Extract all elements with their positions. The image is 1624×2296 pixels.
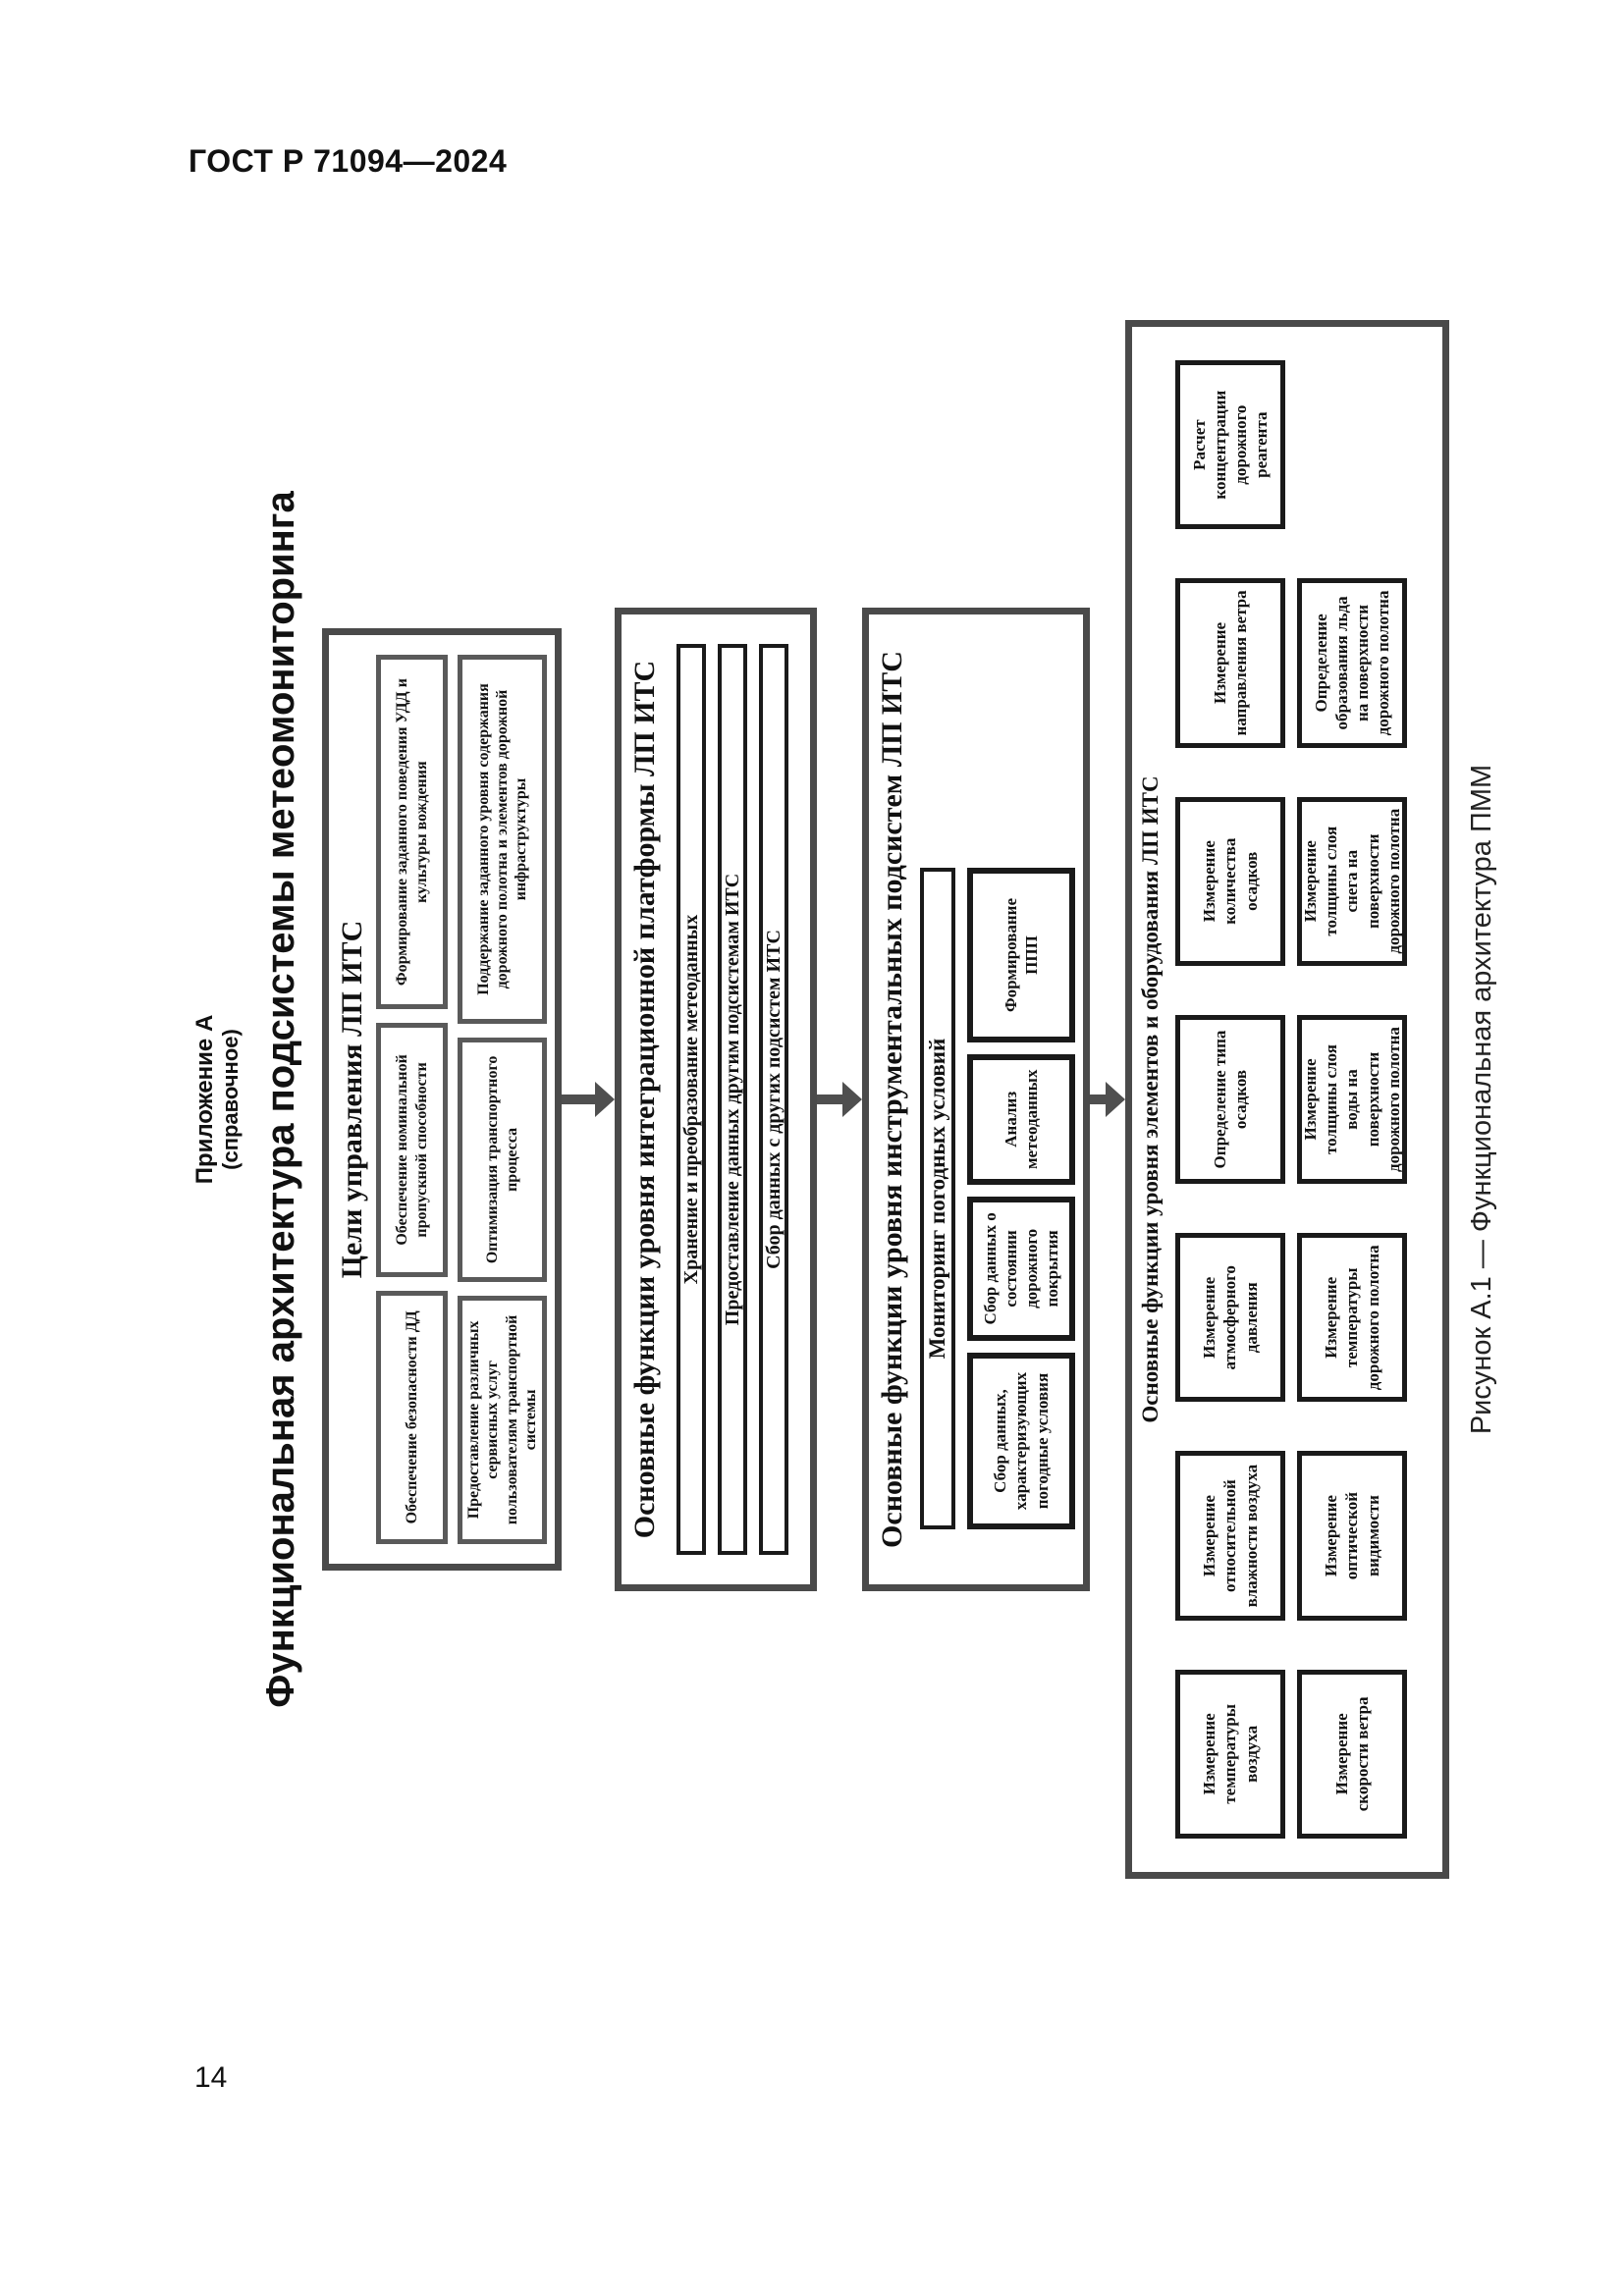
goal-box: Поддержание заданного уровня содержания … [458,655,547,1024]
monitoring-group: Мониторинг погодных условий Сбор данных,… [912,868,1075,1529]
equipment-box: Измерение скорости ветра [1297,1669,1407,1839]
platform-function-bar: Сбор данных с других подсистем ИТС [759,644,788,1555]
arrow-stem [1090,1095,1107,1104]
goal-box: Обеспечение безопасности ДД [376,1290,449,1544]
arrow-head [595,1082,615,1117]
equipment-box: Измерение толщины слоя воды на поверхнос… [1297,1014,1407,1185]
platform-function-bar: Хранение и преобразование метеоданных [677,644,706,1555]
equipment-box: Измерение температуры дорожного полотна [1297,1233,1407,1403]
instrumental-box: Формирование ППП [967,868,1075,1042]
arrow-stem [817,1095,843,1104]
level3-instrumental-block: Основные функции уровня инструментальных… [862,608,1090,1591]
rotated-figure-area: Приложение А (справочное) Функциональная… [187,245,1512,1953]
figure-heading: Функциональная архитектура подсистемы ме… [259,491,302,1708]
level2-platform-block: Основные функции уровня интеграционной п… [615,608,817,1591]
equipment-box: Определение типа осадков [1175,1014,1285,1185]
equipment-box: Измерение оптической видимости [1297,1451,1407,1621]
level1-goals-block: Цели управления ЛП ИТС Обеспечение безоп… [322,628,562,1571]
level4-equipment-block: Основные функции уровня элементов и обор… [1125,320,1449,1879]
goal-box: Оптимизация транспортного процесса [458,1038,547,1282]
goal-box: Формирование заданного поведения УДД и к… [376,655,449,1010]
monitoring-header-bar: Мониторинг погодных условий [920,868,955,1529]
figure-caption: Рисунок А.1 — Функциональная архитектура… [1466,764,1497,1435]
goal-box: Обеспечение номинальной пропускной спосо… [376,1023,449,1277]
equipment-grid: Измерение температуры воздуха Измерение … [1175,360,1407,1839]
down-arrow-icon [562,1082,615,1117]
platform-function-bars: Хранение и преобразование метеоданных Пр… [665,644,800,1555]
equipment-box: Расчет концентрации дорожного реагента [1175,360,1285,530]
goals-row-1: Обеспечение безопасности ДД Обеспечение … [376,655,449,1544]
arrow-head [842,1082,862,1117]
platform-function-bar: Предоставление данных другим подсистемам… [718,644,747,1555]
equipment-box: Определение образования льда на поверхно… [1297,578,1407,748]
down-arrow-icon [817,1082,862,1117]
down-arrow-icon [1090,1082,1125,1117]
goal-box: Предоставление различных сервисных услуг… [458,1295,547,1544]
appendix-title: Приложение А [191,1014,218,1185]
equipment-box: Измерение направления ветра [1175,578,1285,748]
equipment-box: Измерение относительной влажности воздух… [1175,1451,1285,1621]
equipment-box: Измерение толщины слоя снега на поверхно… [1297,796,1407,966]
level4-title: Основные функции уровня элементов и обор… [1138,775,1163,1423]
appendix-subtitle: (справочное) [218,1029,243,1170]
goals-row-2: Предоставление различных сервисных услуг… [458,655,547,1544]
instrumental-box: Анализ метеоданных [967,1053,1075,1185]
instrumental-box: Сбор данных, характеризующих погодные ус… [967,1353,1075,1529]
doc-standard-number: ГОСТ Р 71094—2024 [189,143,508,179]
level3-title: Основные функции уровня инструментальных… [876,651,908,1548]
equipment-box: Измерение температуры воздуха [1175,1669,1285,1839]
equipment-box: Измерение атмосферного давления [1175,1233,1285,1403]
level2-title: Основные функции уровня интеграционной п… [628,660,661,1539]
level1-title: Цели управления ЛП ИТС [336,920,368,1279]
instrumental-box: Сбор данных о состоянии дорожного покрыт… [967,1196,1075,1342]
arrow-head [1106,1082,1125,1117]
instrumental-boxes-row: Сбор данных, характеризующих погодные ус… [967,868,1075,1529]
arrow-stem [562,1095,596,1104]
equipment-box: Измерение количества осадков [1175,796,1285,966]
page-number: 14 [194,2061,228,2094]
